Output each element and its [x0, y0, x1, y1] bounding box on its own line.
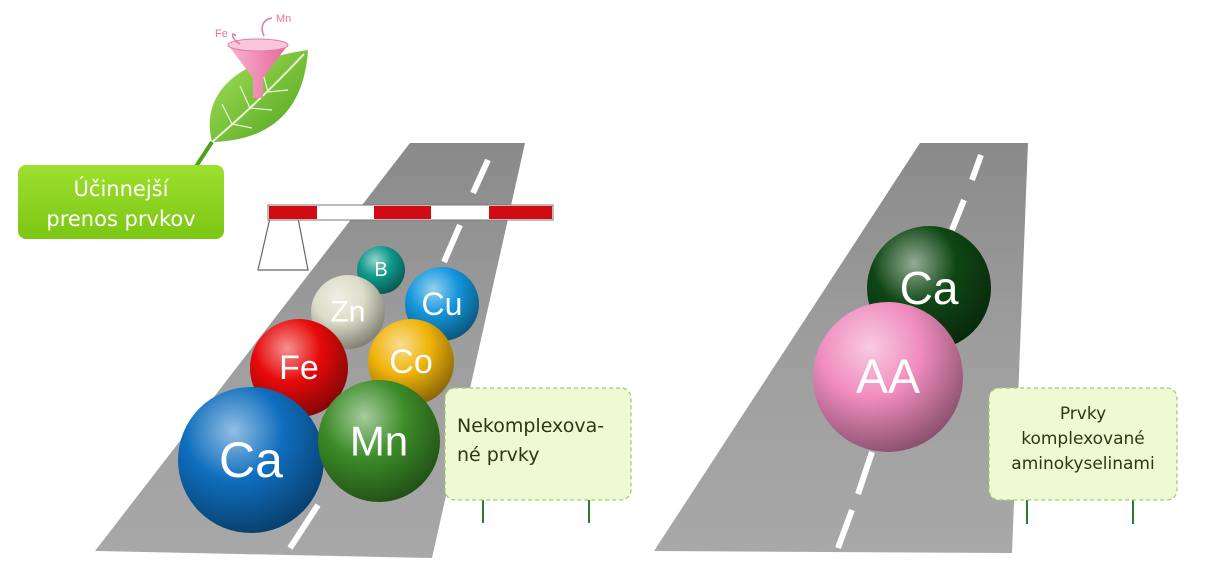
right-ball-aa: AA [813, 302, 963, 452]
funnel-label-fe: Fe [215, 28, 228, 40]
ball-label: B [374, 259, 387, 281]
leaf-stem [193, 140, 214, 170]
ball-label: Mn [350, 418, 408, 465]
funnel-label-mn: Mn [276, 13, 291, 25]
funnel-arrow-right [261, 17, 273, 37]
ball-label: AA [856, 351, 920, 404]
ball-sphere [318, 380, 440, 502]
ball-label: Zn [330, 296, 365, 329]
barrier-gate [257, 204, 554, 271]
funnel-rim [227, 38, 289, 52]
leaf-side-veins [221, 69, 289, 129]
badge-line-2: prenos prvkov [46, 207, 195, 231]
right-sign-line-3: aminokyselinami [1011, 454, 1154, 474]
ball-sphere [813, 302, 963, 452]
ball-label: Co [389, 343, 432, 381]
barrier-stand [257, 217, 309, 271]
leaf-vein [211, 53, 305, 143]
left-sign-line-2: né prvky [457, 444, 539, 466]
right-road-center-line [835, 153, 984, 550]
barrier-stripe-1 [269, 206, 317, 219]
left-ball-mn: Mn [318, 380, 440, 502]
ball-label: Cu [422, 286, 463, 322]
ball-label: Fe [279, 349, 319, 387]
left-ball-ca: Ca [178, 387, 324, 533]
right-sign: Prvky komplexované aminokyselinami [988, 387, 1178, 524]
ball-sphere [178, 387, 324, 533]
barrier-stripe-3 [489, 206, 552, 219]
funnel-icon [228, 45, 288, 98]
left-sign: Nekomplexova- né prvky [444, 387, 632, 523]
badge-box [18, 165, 224, 239]
left-sign-line-1: Nekomplexova- [457, 415, 604, 437]
funnel-arrow-left [231, 33, 241, 45]
efficiency-badge: Účinnejší prenos prvkov [18, 165, 224, 239]
leaf-funnel-illustration: Fe Mn [193, 13, 308, 170]
right-sign-line-2: komplexované [1021, 429, 1145, 449]
right-sign-line-1: Prvky [1060, 404, 1106, 424]
badge-line-1: Účinnejší [74, 176, 170, 201]
left-sign-board [444, 387, 632, 501]
barrier-stripe-2 [374, 206, 431, 219]
right-sign-board [988, 387, 1178, 501]
ball-label: Ca [219, 432, 283, 488]
